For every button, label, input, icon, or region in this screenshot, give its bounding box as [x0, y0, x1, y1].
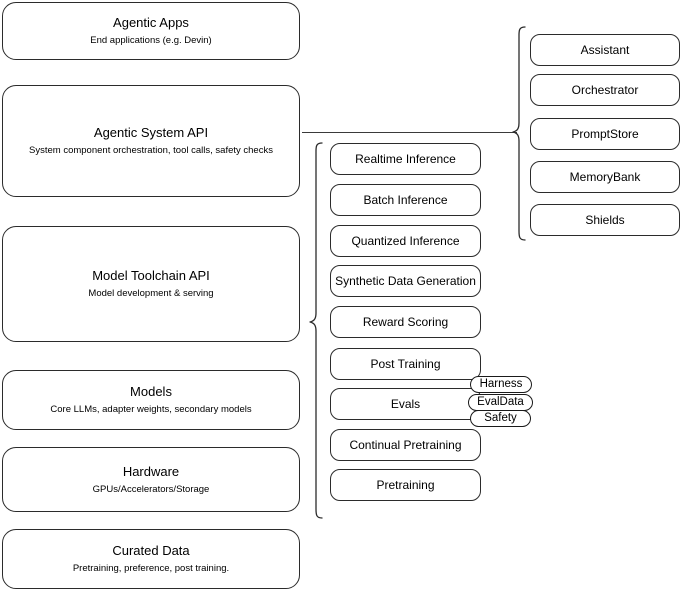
system-component-label: Assistant	[580, 42, 630, 57]
stack-layer-title: Curated Data	[112, 543, 190, 558]
toolchain-item-label: Pretraining	[376, 477, 435, 492]
system-component-orchestrator[interactable]: Orchestrator	[530, 74, 680, 106]
connector-line-system-api-to-components	[302, 132, 517, 133]
stack-layer-agentic-apps[interactable]: Agentic Apps End applications (e.g. Devi…	[2, 2, 300, 60]
toolchain-item-reward-scoring[interactable]: Reward Scoring	[330, 306, 481, 338]
stack-layer-agentic-system-api[interactable]: Agentic System API System component orch…	[2, 85, 300, 197]
stack-layer-subtitle: Pretraining, preference, post training.	[72, 563, 230, 574]
eval-badge-safety[interactable]: Safety	[470, 410, 531, 427]
system-component-label: Shields	[585, 212, 625, 227]
system-component-memorybank[interactable]: MemoryBank	[530, 161, 680, 193]
toolchain-item-realtime-inference[interactable]: Realtime Inference	[330, 143, 481, 175]
toolchain-item-label: Synthetic Data Generation	[335, 273, 476, 288]
system-component-label: Orchestrator	[571, 82, 639, 97]
eval-badge-label: Safety	[484, 412, 517, 424]
toolchain-item-continual-pretraining[interactable]: Continual Pretraining	[330, 429, 481, 461]
stack-layer-title: Agentic Apps	[113, 15, 189, 30]
brace-toolchain-components	[309, 142, 323, 519]
stack-layer-curated-data[interactable]: Curated Data Pretraining, preference, po…	[2, 529, 300, 589]
stack-layer-subtitle: End applications (e.g. Devin)	[90, 35, 212, 46]
eval-badge-harness[interactable]: Harness	[470, 376, 532, 393]
eval-badge-label: Harness	[479, 378, 523, 390]
system-component-label: MemoryBank	[569, 169, 641, 184]
eval-badge-evaldata[interactable]: EvalData	[468, 394, 533, 411]
system-component-label: PromptStore	[571, 126, 639, 141]
stack-layer-title: Hardware	[122, 463, 180, 479]
toolchain-item-label: Continual Pretraining	[349, 437, 462, 452]
toolchain-item-label: Evals	[390, 396, 421, 411]
stack-layer-subtitle: Core LLMs, adapter weights, secondary mo…	[50, 404, 252, 415]
toolchain-item-label: Batch Inference	[363, 192, 448, 207]
toolchain-item-pretraining[interactable]: Pretraining	[330, 469, 481, 501]
toolchain-item-label: Post Training	[370, 356, 441, 371]
toolchain-item-label: Reward Scoring	[362, 314, 449, 329]
stack-layer-subtitle: Model development & serving	[88, 288, 214, 299]
stack-layer-title: Agentic System API	[93, 125, 209, 140]
stack-layer-subtitle: GPUs/Accelerators/Storage	[92, 483, 210, 495]
stack-layer-title: Models	[130, 384, 172, 399]
toolchain-item-post-training[interactable]: Post Training	[330, 348, 481, 380]
toolchain-item-batch-inference[interactable]: Batch Inference	[330, 184, 481, 216]
toolchain-item-label: Realtime Inference	[355, 151, 456, 166]
stack-layer-model-toolchain-api[interactable]: Model Toolchain API Model development & …	[2, 226, 300, 342]
system-component-promptstore[interactable]: PromptStore	[530, 118, 680, 150]
stack-layer-models[interactable]: Models Core LLMs, adapter weights, secon…	[2, 370, 300, 430]
toolchain-item-evals[interactable]: Evals	[330, 388, 481, 420]
toolchain-item-quantized-inference[interactable]: Quantized Inference	[330, 225, 481, 257]
toolchain-item-label: Quantized Inference	[351, 233, 460, 248]
toolchain-item-synthetic-data-generation[interactable]: Synthetic Data Generation	[330, 265, 481, 297]
system-component-assistant[interactable]: Assistant	[530, 34, 680, 66]
stack-layer-title: Model Toolchain API	[92, 268, 210, 283]
eval-badge-label: EvalData	[477, 396, 524, 408]
stack-layer-hardware[interactable]: Hardware GPUs/Accelerators/Storage	[2, 447, 300, 512]
brace-system-components	[512, 26, 526, 241]
stack-layer-subtitle: System component orchestration, tool cal…	[29, 145, 273, 156]
system-component-shields[interactable]: Shields	[530, 204, 680, 236]
